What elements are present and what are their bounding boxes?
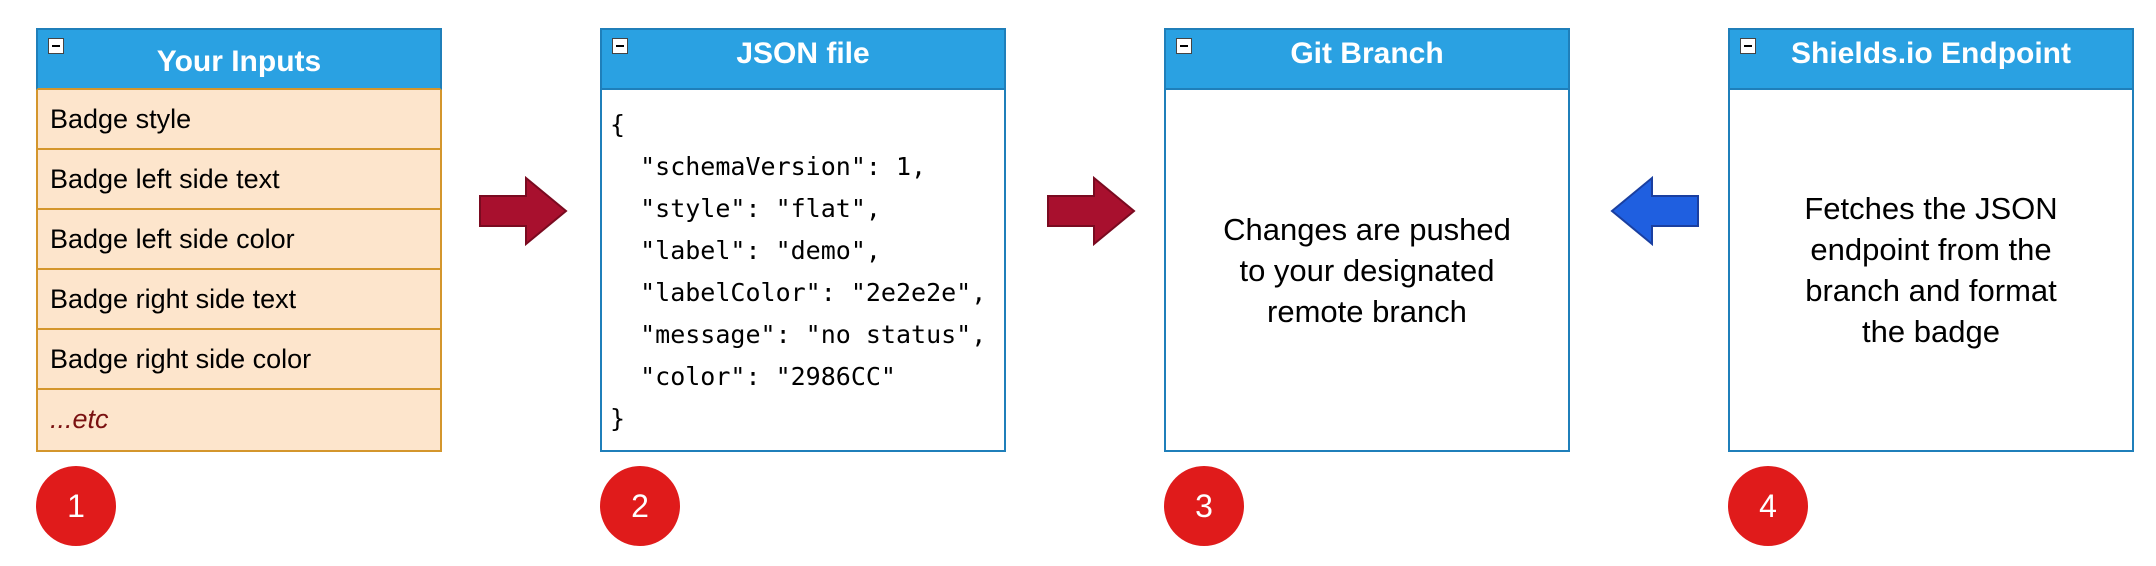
shields-desc-line: the badge	[1862, 314, 2000, 349]
arrow-left-icon	[1610, 176, 1699, 246]
input-row-style: Badge style	[38, 90, 440, 150]
shields-desc-line: branch and format	[1805, 273, 2057, 308]
inputs-panel-body: Badge style Badge left side text Badge l…	[36, 90, 442, 452]
git-panel-body: Changes are pushed to your designated re…	[1164, 90, 1570, 452]
shields-description: Fetches the JSON endpoint from the branc…	[1804, 188, 2057, 352]
input-row-right-text: Badge right side text	[38, 270, 440, 330]
git-panel: Git Branch Changes are pushed to your de…	[1164, 28, 1570, 452]
json-line: "message": "no status",	[610, 320, 987, 349]
json-panel-header: JSON file	[600, 28, 1006, 90]
json-line: "schemaVersion": 1,	[610, 152, 927, 181]
json-line: }	[610, 404, 626, 433]
input-row-left-text: Badge left side text	[38, 150, 440, 210]
inputs-panel-header: Your Inputs	[36, 28, 442, 90]
step-badge-2: 2	[600, 466, 680, 546]
arrow-right-icon	[479, 176, 568, 246]
json-line: {	[610, 110, 626, 139]
shields-panel-body: Fetches the JSON endpoint from the branc…	[1728, 90, 2134, 452]
json-panel-title: JSON file	[736, 37, 870, 70]
collapse-icon[interactable]	[612, 38, 628, 54]
inputs-panel: Your Inputs Badge style Badge left side …	[36, 28, 442, 452]
collapse-icon[interactable]	[1176, 38, 1192, 54]
shields-desc-line: Fetches the JSON	[1804, 191, 2058, 226]
input-row-right-color: Badge right side color	[38, 330, 440, 390]
json-line: "label": "demo",	[610, 236, 881, 265]
git-description: Changes are pushed to your designated re…	[1223, 209, 1511, 332]
step-badge-1: 1	[36, 466, 116, 546]
git-panel-title: Git Branch	[1290, 37, 1444, 70]
shields-panel-title: Shields.io Endpoint	[1791, 37, 2071, 70]
arrow-right-icon	[1047, 176, 1136, 246]
input-row-left-color: Badge left side color	[38, 210, 440, 270]
input-row-etc: ...etc	[50, 404, 109, 434]
step-badge-3: 3	[1164, 466, 1244, 546]
json-line: "style": "flat",	[610, 194, 881, 223]
collapse-icon[interactable]	[1740, 38, 1756, 54]
shields-panel-header: Shields.io Endpoint	[1728, 28, 2134, 90]
step-badge-4: 4	[1728, 466, 1808, 546]
shields-desc-line: endpoint from the	[1810, 232, 2052, 267]
inputs-panel-title: Your Inputs	[156, 45, 322, 78]
json-panel-body: { "schemaVersion": 1, "style": "flat", "…	[600, 90, 1006, 452]
shields-panel: Shields.io Endpoint Fetches the JSON end…	[1728, 28, 2134, 452]
json-panel: JSON file { "schemaVersion": 1, "style":…	[600, 28, 1006, 452]
git-desc-line: to your designated	[1239, 252, 1495, 288]
git-desc-line: Changes are pushed	[1223, 211, 1511, 247]
collapse-icon[interactable]	[48, 38, 64, 54]
git-desc-line: remote branch	[1267, 293, 1467, 329]
json-line: "color": "2986CC"	[610, 362, 896, 391]
git-panel-header: Git Branch	[1164, 28, 1570, 90]
json-line: "labelColor": "2e2e2e",	[610, 278, 987, 307]
